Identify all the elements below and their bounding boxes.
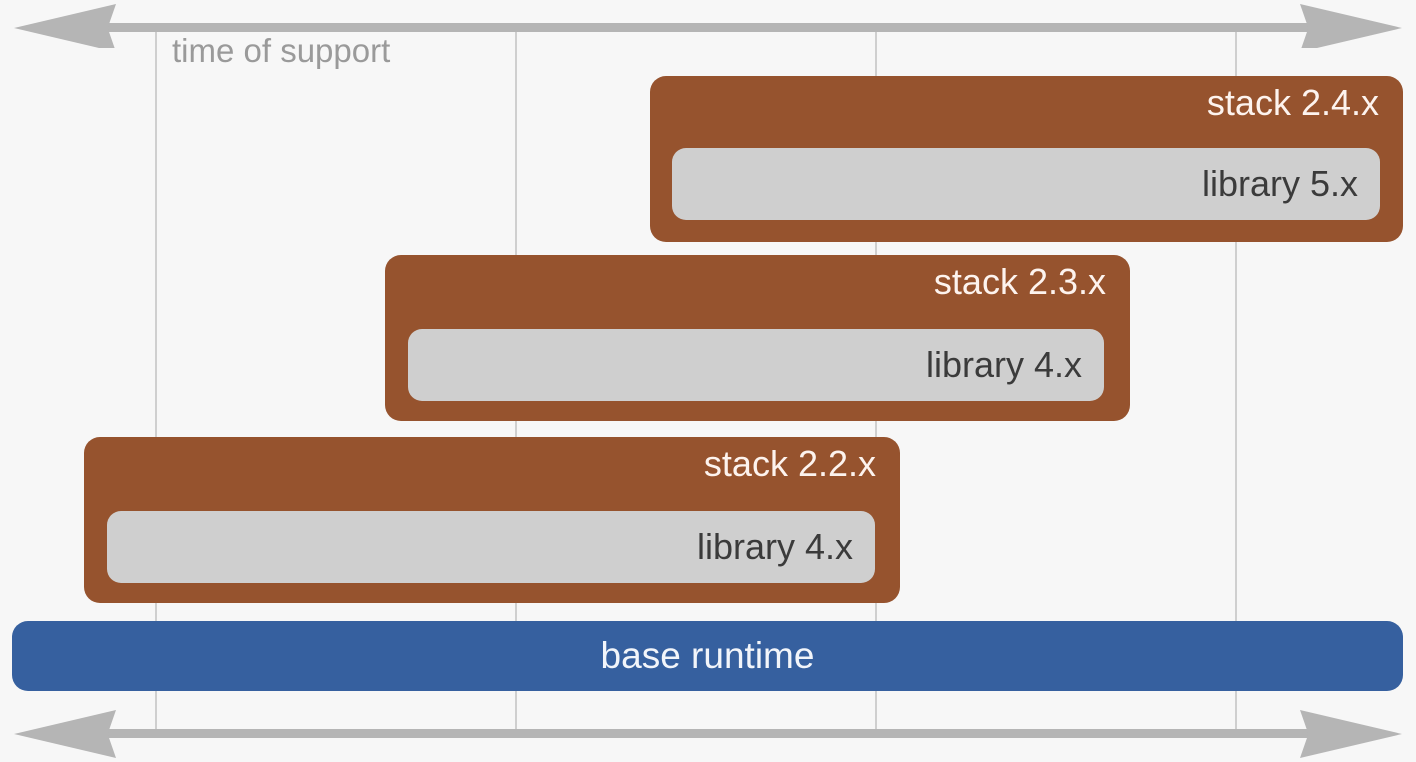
- stack-label-2-3-x: stack 2.3.x: [933, 261, 1106, 302]
- library-bar-4-x-row-2-2[interactable]: library 4.x: [107, 511, 875, 583]
- library-label-4-x-row-2-2: library 4.x: [696, 526, 853, 567]
- timeline-axis-bottom: [0, 710, 1416, 758]
- timeline-axis-top: [0, 0, 1416, 48]
- stack-label-2-2-x: stack 2.2.x: [703, 443, 876, 484]
- library-bar-4-x-row-2-3[interactable]: library 4.x: [408, 329, 1104, 401]
- gridline-1: [155, 30, 157, 736]
- base-runtime-label: base runtime: [600, 635, 815, 676]
- library-bar-5-x[interactable]: library 5.x: [672, 148, 1380, 220]
- library-label-4-x-row-2-3: library 4.x: [925, 344, 1082, 385]
- stack-label-2-4-x: stack 2.4.x: [1206, 82, 1379, 123]
- time-of-support-caption: time of support: [172, 32, 391, 69]
- base-runtime-bar[interactable]: base runtime: [12, 621, 1403, 691]
- library-label-5-x: library 5.x: [1201, 163, 1358, 204]
- gridline-4: [1235, 30, 1237, 736]
